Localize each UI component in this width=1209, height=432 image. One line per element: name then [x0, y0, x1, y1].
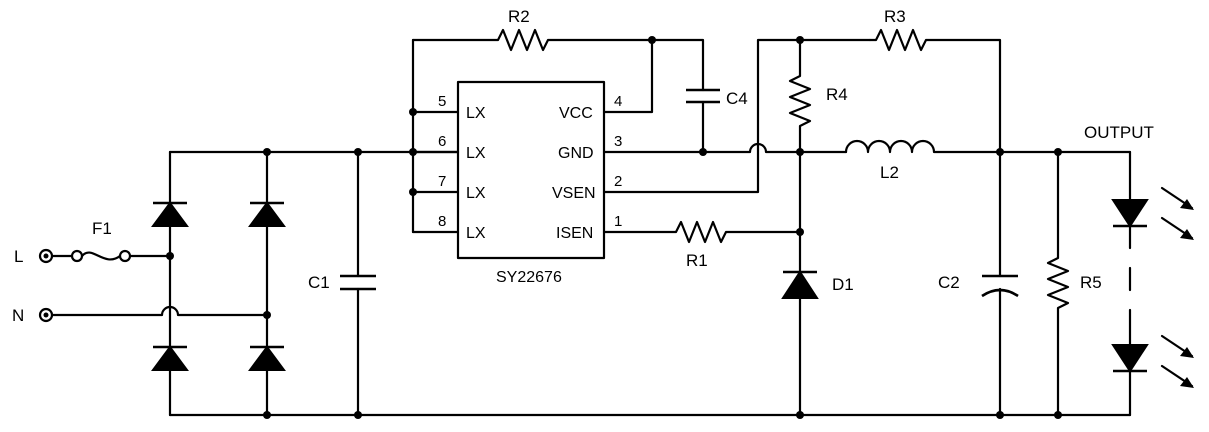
label-r5: R5	[1080, 273, 1102, 292]
capacitor-c1	[340, 150, 376, 417]
pin-num-7: 7	[438, 173, 446, 190]
wire-vcc	[602, 38, 654, 114]
fuse-f1	[50, 249, 172, 263]
pin-name-vsen: VSEN	[552, 185, 596, 202]
bridge-diode-3	[151, 345, 189, 371]
label-l: L	[14, 247, 23, 266]
ic-body	[456, 80, 606, 260]
pin-num-6: 6	[438, 133, 446, 150]
wire-gnd	[602, 142, 848, 154]
label-l2: L2	[880, 163, 899, 182]
input-terminal-n	[38, 307, 54, 323]
ic-part-number: SY22676	[496, 269, 562, 286]
pin-name-vcc: VCC	[559, 105, 593, 122]
bridge-diode-4	[248, 345, 286, 371]
wire-neutral	[50, 305, 269, 317]
output-label: OUTPUT	[1084, 123, 1154, 142]
resistor-r3	[868, 28, 1002, 154]
label-r4: R4	[826, 85, 848, 104]
pin-num-3: 3	[614, 133, 622, 150]
resistor-r5	[1046, 150, 1070, 417]
bridge-diode-1	[151, 201, 189, 227]
pin-name-lx-5: LX	[466, 105, 486, 122]
pin-num-4: 4	[614, 93, 622, 110]
input-terminal-l	[38, 248, 54, 264]
diode-d1	[781, 270, 819, 299]
led-bottom	[1111, 344, 1149, 373]
label-f1: F1	[92, 219, 112, 238]
pin-num-1: 1	[614, 213, 622, 230]
light-arrow-icon	[1160, 334, 1194, 388]
pin-num-5: 5	[438, 93, 446, 110]
pin-name-isen: ISEN	[556, 225, 593, 242]
pin-name-lx-7: LX	[466, 185, 486, 202]
pin-name-lx-6: LX	[466, 145, 486, 162]
label-d1: D1	[832, 275, 854, 294]
inductor-l2	[844, 139, 1132, 154]
label-c2: C2	[938, 273, 960, 292]
pin-name-gnd: GND	[558, 145, 594, 162]
resistor-r1	[602, 220, 802, 244]
led-top	[1111, 199, 1149, 228]
label-c1: C1	[308, 273, 330, 292]
label-r2: R2	[508, 7, 530, 26]
capacitor-c4	[686, 88, 720, 154]
light-arrow-icon	[1160, 186, 1194, 240]
junction-dots	[166, 36, 1062, 419]
resistor-r2	[411, 28, 705, 92]
pin-name-lx-8: LX	[466, 225, 486, 242]
label-r1: R1	[686, 251, 708, 270]
label-r3: R3	[884, 7, 906, 26]
wire-vsen	[602, 38, 872, 194]
capacitor-c2	[981, 150, 1019, 417]
resistor-r4	[788, 38, 812, 154]
pin-num-2: 2	[614, 173, 622, 190]
pin-num-8: 8	[438, 213, 446, 230]
label-n: N	[12, 306, 24, 325]
bridge-diode-2	[248, 201, 286, 227]
label-c4: C4	[726, 89, 748, 108]
